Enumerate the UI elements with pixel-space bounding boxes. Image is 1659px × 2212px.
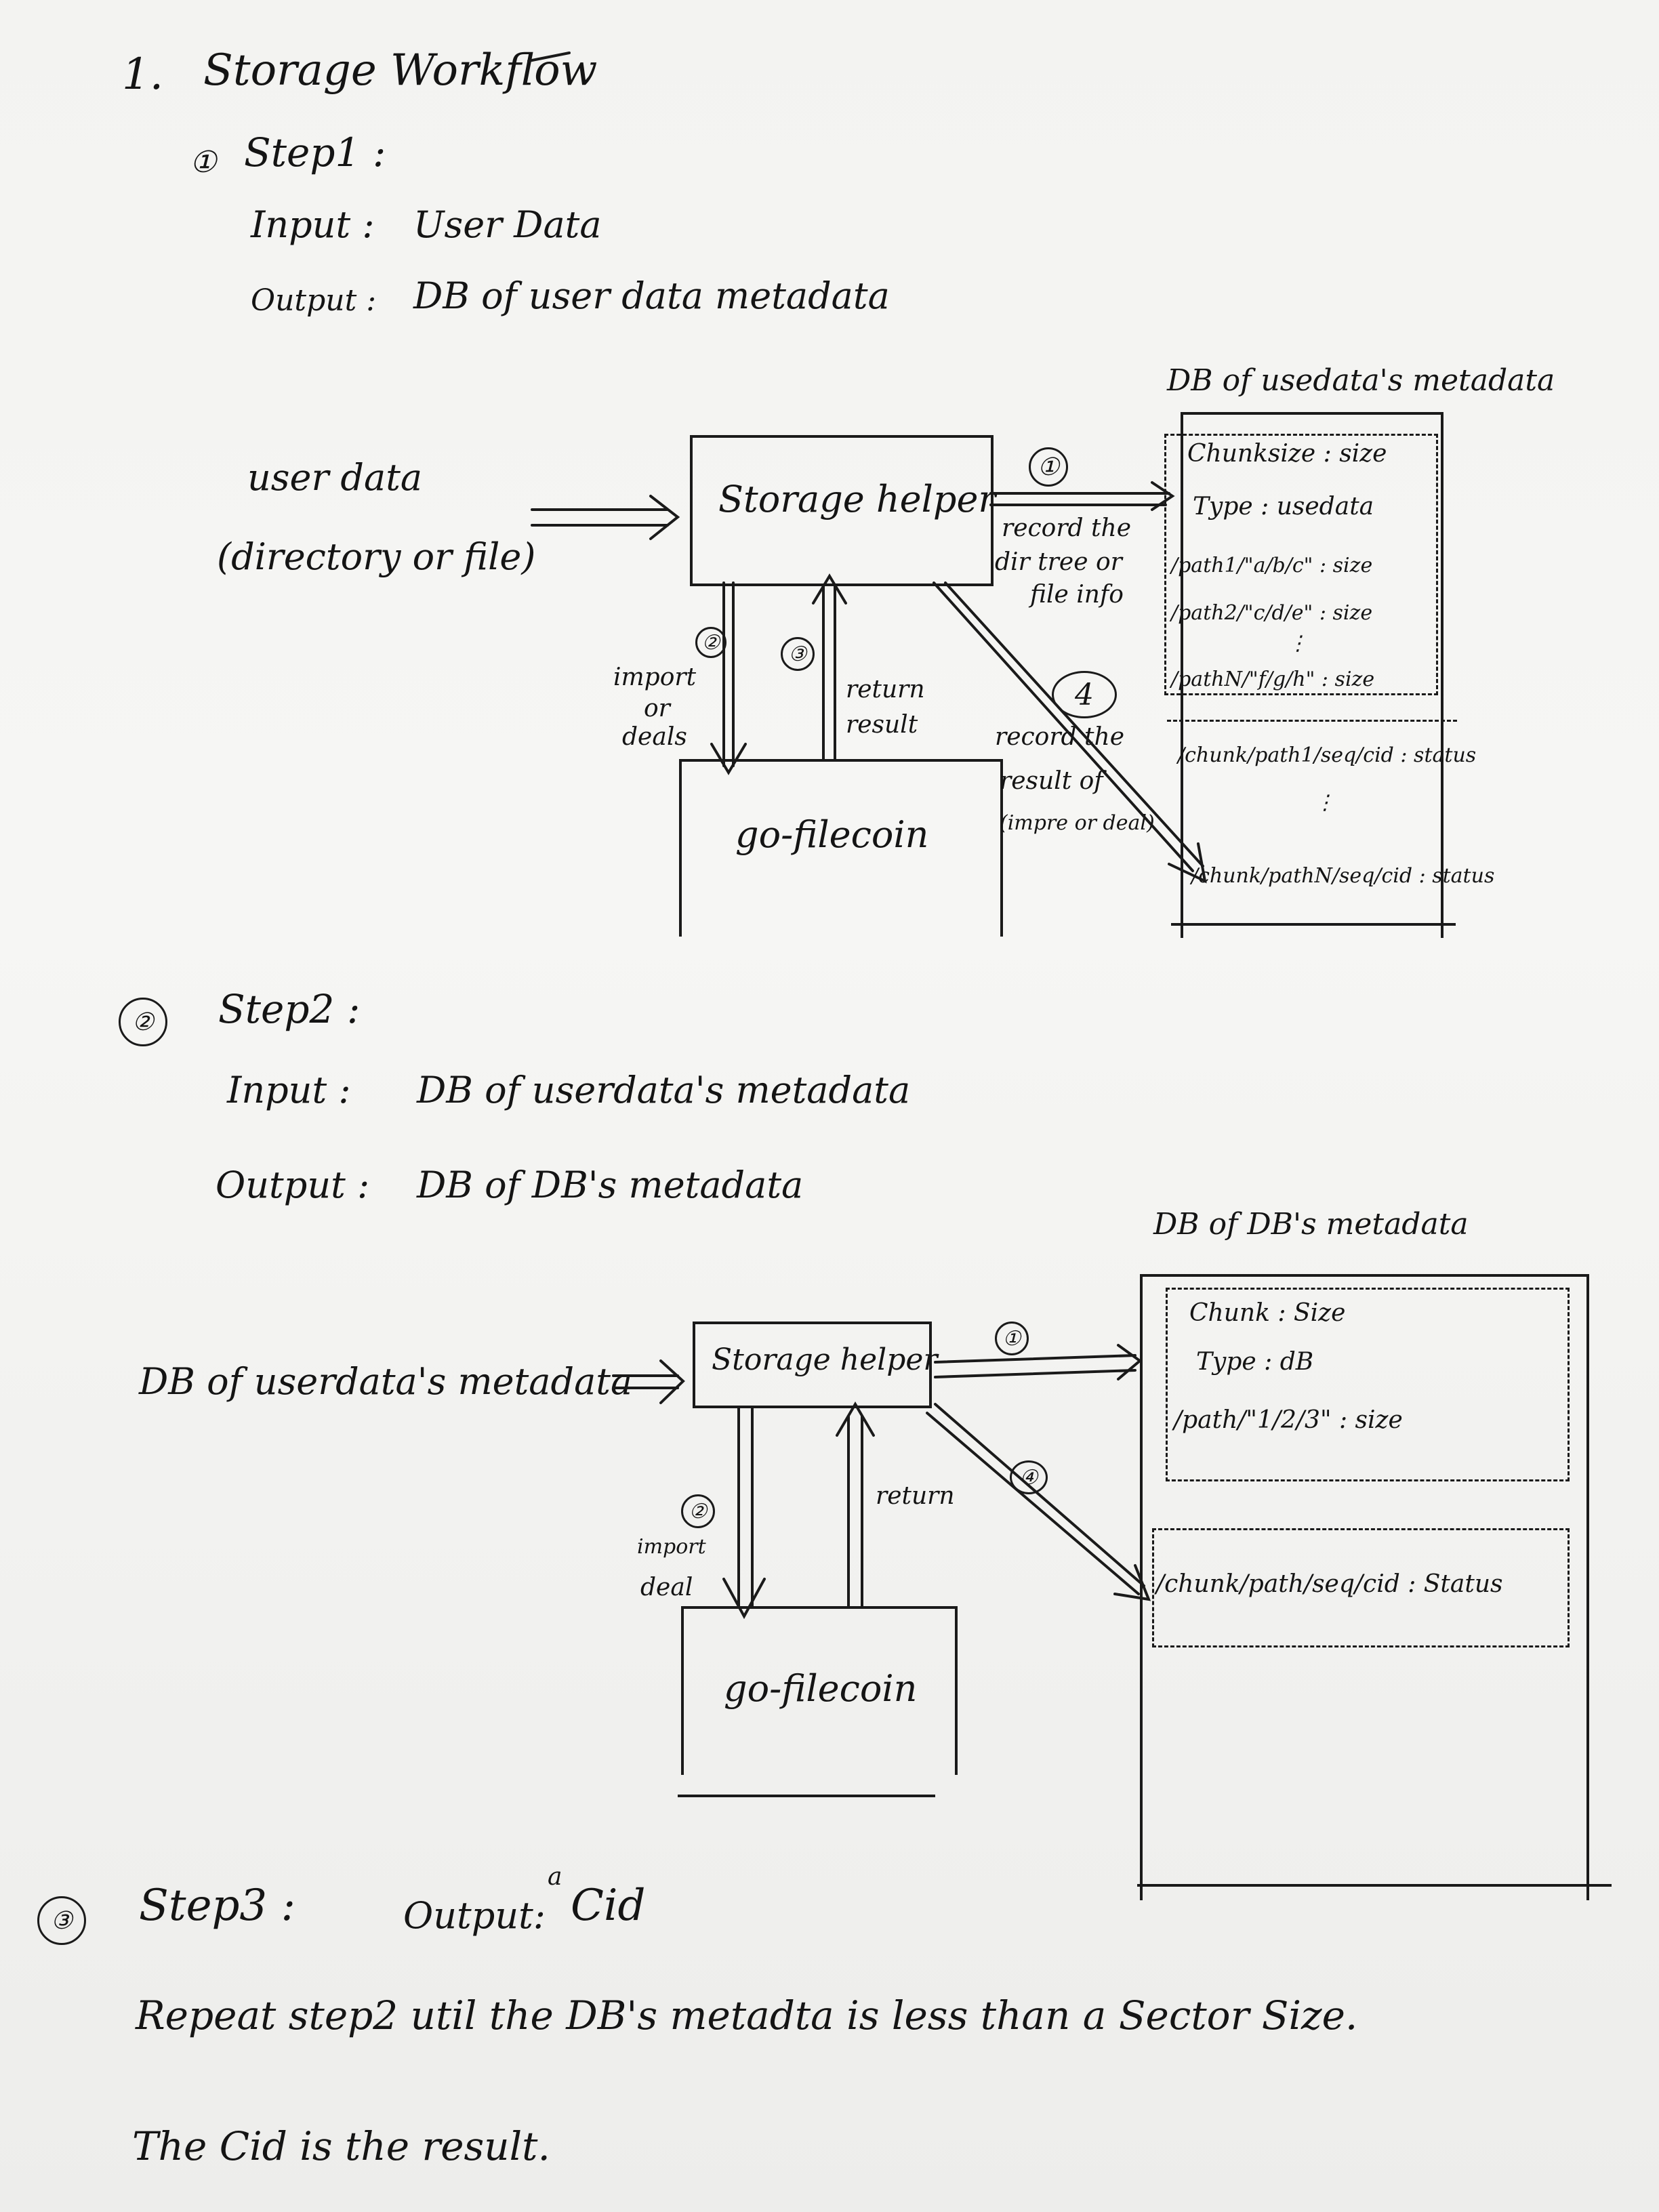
step1-output-value: DB of user data metadata: [413, 274, 890, 317]
step1-arrow2-label-2: or: [644, 695, 670, 722]
step1-source-line1: user data: [247, 456, 423, 499]
step2-filecoin-base: [678, 1795, 935, 1797]
step1-db-box: [1181, 412, 1443, 938]
step1-arrow1-number: ①: [1029, 447, 1068, 487]
step1-arrow2-label-1: import: [613, 663, 697, 691]
db-status-row: /chunk/path1/seq/cid : status: [1178, 743, 1477, 767]
db-status-row: /chunk/pathN/seq/cid : status: [1191, 864, 1495, 888]
step1-arrow3-label-2: result: [846, 711, 918, 739]
db-status-row: ⋮: [1315, 791, 1335, 815]
step2-db-box-base: [1137, 1884, 1612, 1887]
step2-output-label: Output :: [216, 1164, 370, 1206]
db-row: Type : usedata: [1193, 493, 1374, 520]
step1-input-label: Input :: [251, 203, 375, 246]
step1-arrow1-label-1: record the: [1002, 514, 1132, 542]
step1-db-chunk-section: [1164, 434, 1438, 695]
step3-repeat-line: Repeat step2 util the DB's metadta is le…: [136, 1992, 1358, 2039]
section-number: 1.: [122, 49, 164, 100]
step1-db-status-divider: [1167, 720, 1457, 724]
step2-db-status-section: [1152, 1528, 1570, 1647]
step3-output-value: Cid: [571, 1881, 646, 1931]
step2-db-chunk-section: [1166, 1288, 1570, 1481]
step1-source-line2: (directory or file): [217, 535, 536, 578]
step2-go-filecoin-box: [681, 1606, 958, 1775]
step2-db-box: [1140, 1274, 1589, 1900]
step2-output-value: DB of DB's metadata: [417, 1164, 804, 1206]
step1-db-box-base: [1171, 923, 1456, 926]
step1-title: Step1 :: [244, 129, 386, 176]
step1-go-filecoin-label: go-filecoin: [735, 813, 929, 856]
step1-arrow4-label-2: result of: [1000, 767, 1103, 795]
step2-storage-helper-label: Storage helper: [712, 1343, 938, 1377]
step1-storage-helper-box: [690, 435, 994, 586]
step1-arrow2-number: ②: [695, 627, 726, 658]
step1-arrow3-number: ③: [781, 637, 815, 671]
db-row: ⋮: [1288, 632, 1308, 655]
step1-arrow4-label-1: record the: [995, 723, 1125, 751]
step2-db-title: DB of DB's metadata: [1153, 1207, 1469, 1242]
step1-arrow3-label-1: return: [846, 676, 925, 703]
step2-marker: ②: [119, 998, 167, 1046]
db-row: /path/"1/2/3" : size: [1174, 1406, 1403, 1434]
step2-go-filecoin-label: go-filecoin: [724, 1667, 918, 1710]
db-row: /pathN/"f/g/h" : size: [1171, 668, 1375, 691]
step3-result-line: The Cid is the result.: [132, 2123, 550, 2169]
db-row: /path2/"c/d/e" : size: [1171, 601, 1373, 625]
step1-arrow1-label-2: dir tree or: [995, 548, 1122, 576]
step2-input-value: DB of userdata's metadata: [417, 1069, 911, 1111]
step2-source: DB of userdata's metadata: [139, 1360, 633, 1403]
step2-arrow1-number: ①: [995, 1322, 1029, 1355]
step2-arrow2-number: ②: [681, 1494, 715, 1528]
step1-arrow4-number: 4: [1052, 671, 1117, 718]
step1-arrow1-label-3: file info: [1030, 581, 1124, 609]
step1-input-value: User Data: [413, 203, 602, 246]
step3-output-article: a: [548, 1863, 562, 1891]
db-row: Chunk : Size: [1189, 1299, 1346, 1327]
step3-marker: ③: [37, 1896, 86, 1945]
step1-arrow2-label-3: deals: [622, 723, 687, 751]
step1-go-filecoin-box: [679, 759, 1003, 937]
step2-input-label: Input :: [227, 1069, 351, 1111]
step2-title: Step2 :: [218, 986, 361, 1032]
step2-arrow2-label-1: import: [637, 1535, 706, 1559]
step1-arrow4-label-3: (impre or deal): [1000, 811, 1155, 835]
db-row: Type : dB: [1196, 1348, 1314, 1376]
step3-output-label: Output:: [403, 1894, 546, 1937]
db-status-row: /chunk/path/seq/cid : Status: [1156, 1570, 1503, 1598]
step3-title: Step3 :: [139, 1881, 296, 1931]
db-row: Chunksize : size: [1187, 440, 1387, 468]
db-row: /path1/"a/b/c" : size: [1171, 554, 1373, 577]
step2-storage-helper-box: [693, 1322, 932, 1408]
step1-storage-helper-label: Storage helper: [718, 478, 996, 520]
step1-output-label: Output :: [251, 283, 377, 318]
step2-arrow2-label-2: deal: [640, 1574, 693, 1601]
step1-db-title: DB of usedata's metadata: [1167, 363, 1555, 398]
step1-marker: ①: [190, 145, 217, 180]
step2-arrow3-label: return: [876, 1482, 955, 1510]
section-title: Storage Workflow: [203, 45, 598, 96]
